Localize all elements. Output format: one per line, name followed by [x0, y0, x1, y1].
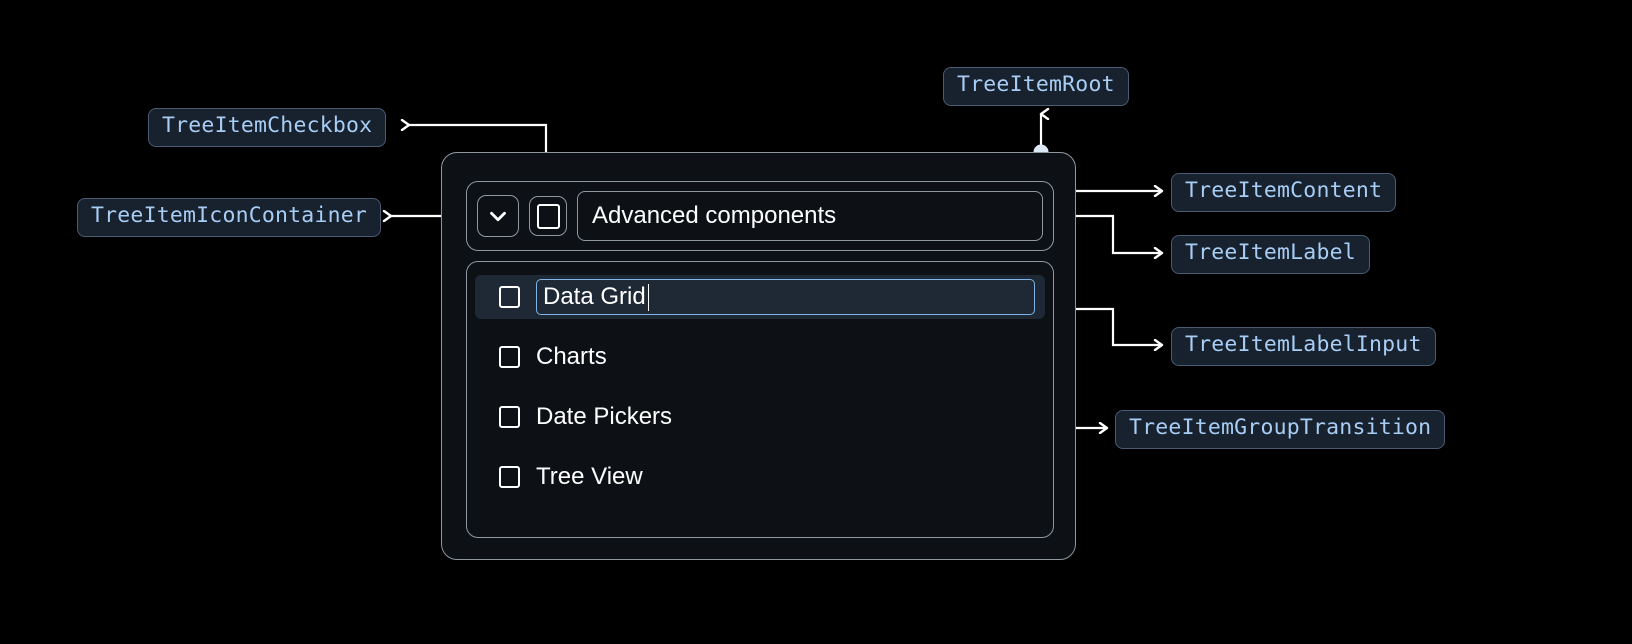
checkbox-square-icon	[536, 203, 560, 229]
annotation-chip-tree-item-icon-container: TreeItemIconContainer	[77, 198, 382, 237]
text-cursor	[647, 283, 650, 311]
tree-item-row-tree-view[interactable]: Tree View	[475, 455, 1045, 499]
tree-item-root[interactable]: Advanced components Data Grid Charts Dat…	[441, 152, 1076, 560]
tree-item-icon-container[interactable]	[477, 195, 519, 237]
chevron-down-icon	[490, 211, 506, 222]
tree-item-checkbox[interactable]	[499, 466, 520, 488]
tree-item-checkbox[interactable]	[499, 346, 520, 368]
annotation-chip-tree-item-content: TreeItemContent	[1171, 173, 1397, 212]
tree-item-label: Date Pickers	[536, 403, 673, 430]
tree-item-label: Tree View	[536, 463, 643, 490]
annotation-chip-tree-item-checkbox: TreeItemCheckbox	[148, 108, 387, 147]
tree-item-label: Charts	[536, 343, 607, 370]
tree-item-label-input-value: Data Grid	[543, 283, 646, 310]
tree-item-row-charts[interactable]: Charts	[475, 335, 1045, 379]
tree-item-content[interactable]: Advanced components	[466, 181, 1054, 251]
annotation-chip-tree-item-label-input: TreeItemLabelInput	[1171, 327, 1436, 366]
tree-item-label-text: Advanced components	[592, 202, 837, 229]
tree-item-checkbox[interactable]	[499, 406, 520, 428]
tree-item-group-transition: Data Grid Charts Date Pickers Tree View	[466, 261, 1054, 538]
annotation-chip-tree-item-group-transition: TreeItemGroupTransition	[1115, 410, 1446, 449]
tree-item-row-data-grid[interactable]: Data Grid	[475, 275, 1045, 319]
annotation-chip-tree-item-label: TreeItemLabel	[1171, 235, 1370, 274]
tree-item-checkbox[interactable]	[529, 196, 567, 236]
tree-item-label-input[interactable]: Data Grid	[536, 279, 1035, 315]
tree-item-label[interactable]: Advanced components	[577, 191, 1043, 241]
tree-item-checkbox[interactable]	[499, 286, 520, 308]
tree-item-row-date-pickers[interactable]: Date Pickers	[475, 395, 1045, 439]
annotation-chip-tree-item-root: TreeItemRoot	[943, 67, 1129, 106]
